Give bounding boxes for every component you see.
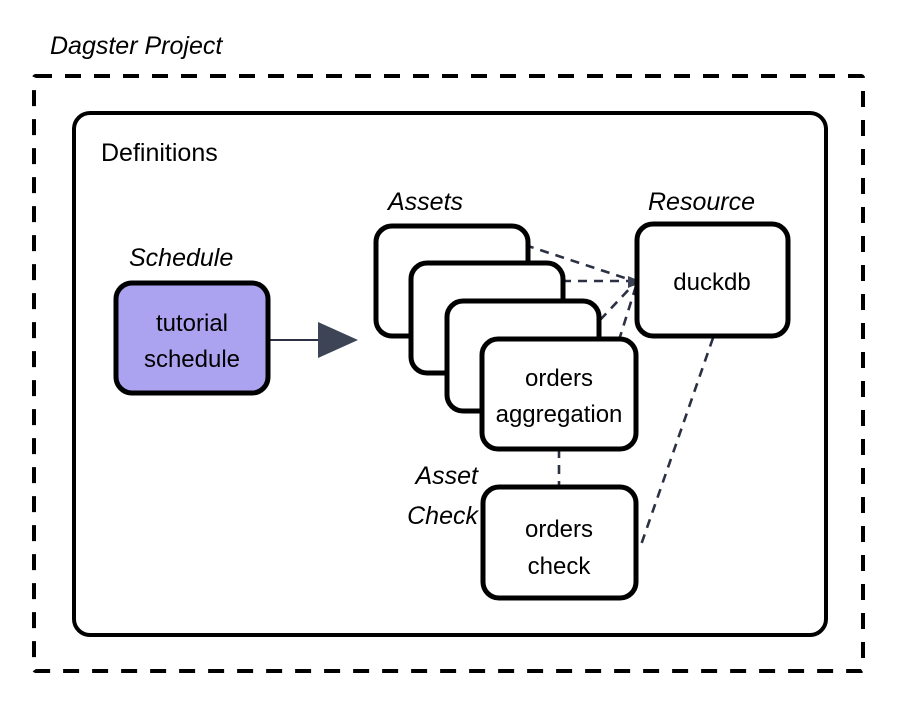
schedule-group-label: Schedule	[129, 244, 233, 272]
duckdb-to-orders-check-link	[639, 337, 715, 546]
asset-card-orders-aggregation-line2: aggregation	[496, 401, 623, 428]
asset-card-orders-aggregation-line1: orders	[525, 365, 593, 392]
asset4-to-duckdb-link	[612, 285, 638, 357]
resource-node-duckdb[interactable]	[634, 221, 791, 339]
asset-card-orders-aggregation[interactable]	[479, 336, 639, 452]
definitions-label: Definitions	[101, 139, 218, 167]
asset-check-node-line1: orders	[525, 516, 593, 543]
asset3-to-duckdb-link	[599, 283, 635, 321]
resource-node-duckdb-label: duckdb	[673, 269, 750, 296]
asset1-to-duckdb-link	[524, 243, 635, 283]
schedule-to-assets-arrowhead	[318, 322, 358, 358]
resource-group-label: Resource	[648, 188, 755, 216]
project-title: Dagster Project	[50, 32, 223, 60]
asset-check-node-orders-check[interactable]	[480, 484, 639, 601]
assets-group-label: Assets	[386, 188, 463, 216]
project-frame	[32, 74, 865, 673]
schedule-node-tutorial-schedule[interactable]	[113, 280, 271, 396]
schedule-node-line2: schedule	[144, 346, 240, 373]
asset-check-node-line2: check	[528, 553, 592, 580]
asset-check-group-label-line1: Asset	[413, 462, 479, 490]
asset-check-group-label-line2: Check	[407, 502, 479, 530]
schedule-node-line1: tutorial	[156, 310, 228, 337]
